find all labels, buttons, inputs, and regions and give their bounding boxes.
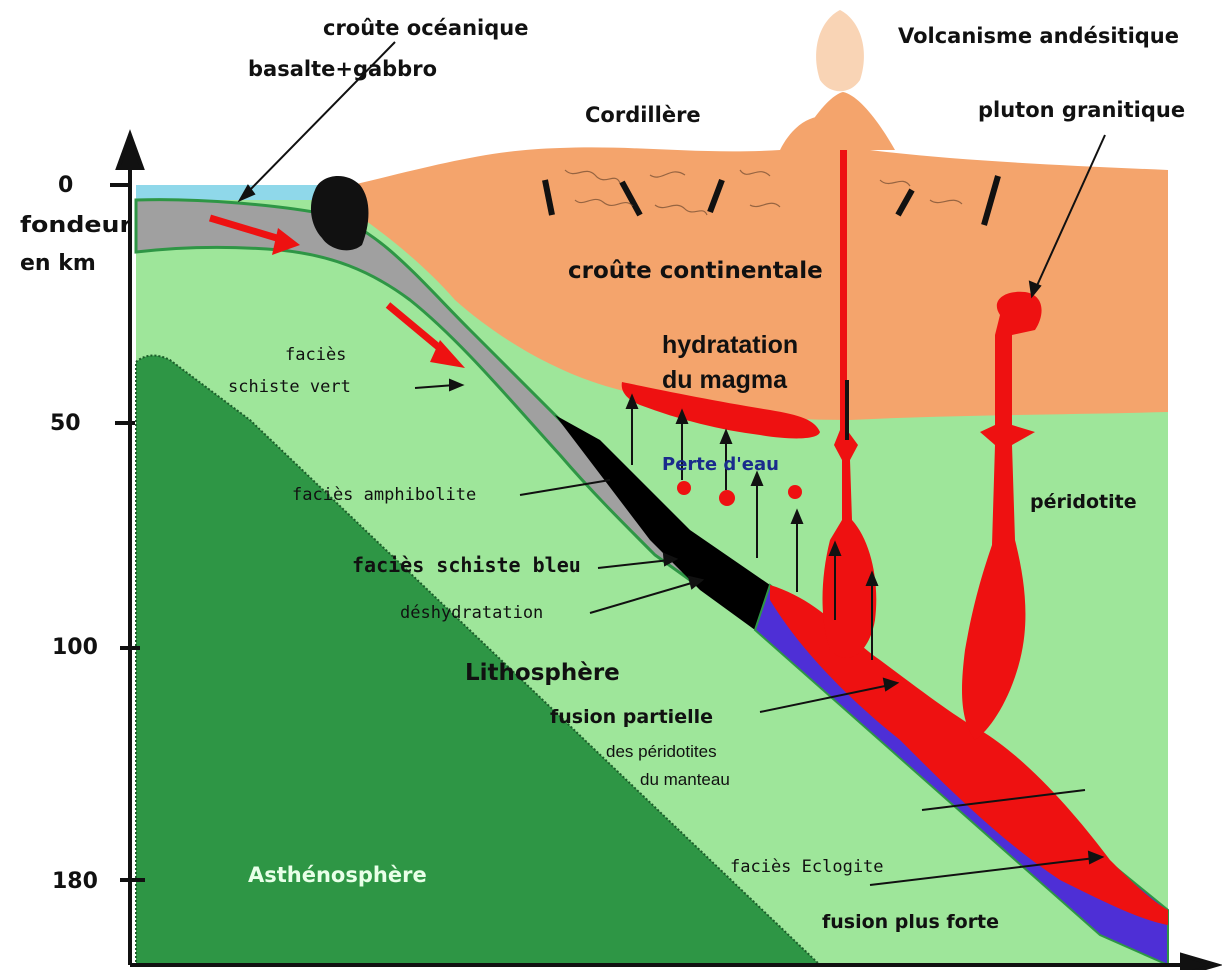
tick-0: 0 [58,173,73,198]
label-magma-hydration-1: hydratation [662,331,798,359]
axis-arrow-up-icon [118,135,142,168]
label-continental-crust: croûte continentale [568,258,823,284]
label-stronger-melting: fusion plus forte [822,911,999,933]
water-drop [677,481,691,495]
label-dehydration: déshydratation [400,603,543,623]
label-amphibolite: faciès amphibolite [292,485,476,505]
tick-180: 180 [52,869,98,894]
label-asthenosphere: Asthénosphère [248,863,427,887]
label-peridotites-2: du manteau [640,770,730,789]
label-peridotites-1: des péridotites [606,742,717,761]
label-peridotite: péridotite [1030,491,1137,513]
axis-title-line1: fondeur [20,213,132,238]
label-granitic-pluton: pluton granitique [978,98,1185,122]
label-greenschist-1: faciès [285,345,346,365]
tick-50: 50 [50,411,81,436]
label-lithosphere: Lithosphère [465,660,620,686]
label-eclogite: faciès Eclogite [730,857,884,877]
water-drop [719,490,735,506]
label-basalt-gabbro: basalte+gabbro [248,57,437,81]
volcano-plume [816,10,864,91]
label-partial-melting: fusion partielle [550,706,713,728]
label-cordillera: Cordillère [585,103,701,127]
label-greenschist-2: schiste vert [228,377,351,397]
axis-title-line2: en km [20,251,96,276]
label-oceanic-crust: croûte océanique [323,16,528,40]
axis-arrow-right-icon [1182,955,1216,970]
ocean-region [136,185,330,200]
label-andesitic-volcanism: Volcanisme andésitique [898,24,1179,48]
label-water-loss: Perte d'eau [662,454,779,475]
label-magma-hydration-2: du magma [662,366,788,394]
tick-100: 100 [52,635,98,660]
water-drop [788,485,802,499]
label-blueschist: faciès schiste bleu [352,553,581,577]
